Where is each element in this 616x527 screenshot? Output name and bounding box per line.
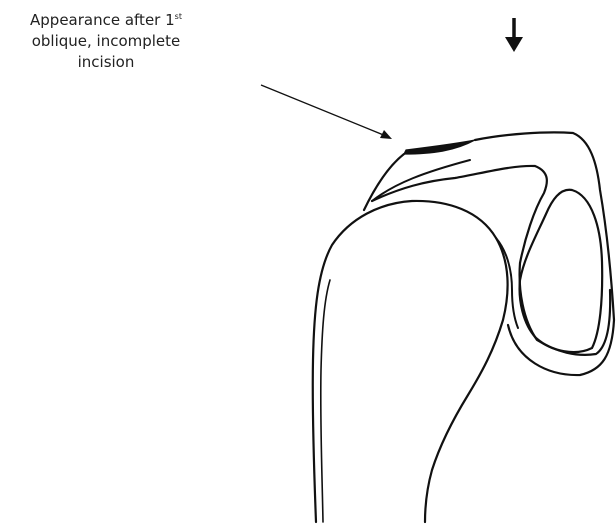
inner-hood-outline xyxy=(372,166,610,355)
humeral-head-outline xyxy=(313,201,508,522)
pointer-arrow xyxy=(261,85,392,139)
humerus-inner-line xyxy=(321,280,330,522)
incision-flap xyxy=(404,140,475,154)
inner-oval xyxy=(520,190,603,352)
downward-arrow-icon xyxy=(505,18,523,52)
